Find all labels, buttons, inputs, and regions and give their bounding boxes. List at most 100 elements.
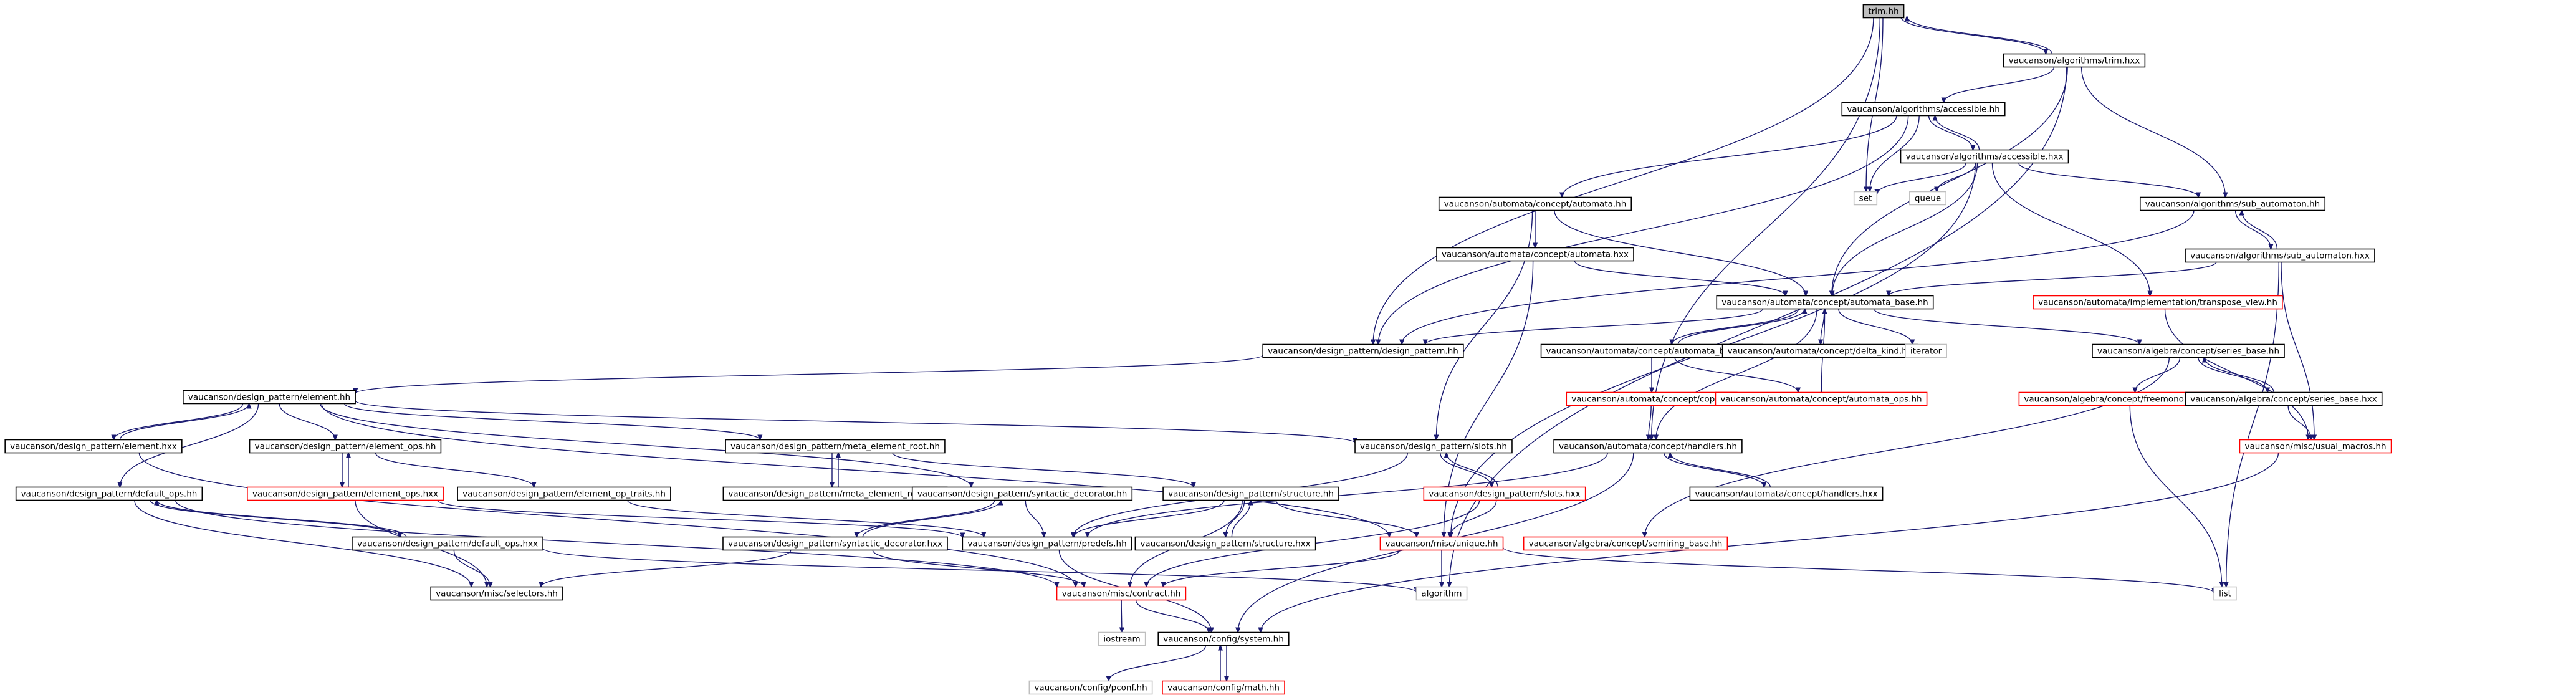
node-set[interactable]: set [1853,191,1878,206]
node-label: vaucanson/config/pconf.hh [1034,683,1147,693]
node-box [1909,191,1946,206]
node-label: vaucanson/automata/concept/automata_base… [1721,298,1928,308]
node-copy[interactable]: vaucanson/automata/concept/copy.hh [1566,391,1738,406]
node-sb-hh[interactable]: vaucanson/algebra/concept/series_base.hh [2092,343,2285,358]
node-system[interactable]: vaucanson/config/system.hh [1157,631,1290,646]
node-iostream[interactable]: iostream [1098,631,1146,646]
edge-sb-hxx-to-sb-hh [2205,358,2274,393]
node-dops-hh[interactable]: vaucanson/design_pattern/default_ops.hh [15,486,203,501]
edge-trim-hh-to-trim-hxx [1900,16,2046,54]
node-box [1905,343,1947,358]
node-pconf[interactable]: vaucanson/config/pconf.hh [1028,680,1153,695]
edge-line [1231,501,1250,537]
node-trim-hxx[interactable]: vaucanson/algorithms/trim.hxx [2003,53,2146,68]
node-box [1415,586,1468,601]
node-label: list [2219,589,2231,599]
edge-sb-hh-to-sb-hxx [2198,357,2267,393]
node-eot-hh[interactable]: vaucanson/design_pattern/element_op_trai… [457,486,671,501]
node-queue[interactable]: queue [1909,191,1946,206]
node-predefs[interactable]: vaucanson/design_pattern/predefs.hh [962,536,1132,551]
node-auto-hh[interactable]: vaucanson/automata/concept/automata.hh [1438,196,1632,211]
edge-el-hh-to-dops-hh [120,403,259,487]
node-sub-hh[interactable]: vaucanson/algorithms/sub_automaton.hh [2139,196,2326,211]
node-hand-hxx[interactable]: vaucanson/automata/concept/handlers.hxx [1689,486,1884,501]
node-hand-hh[interactable]: vaucanson/automata/concept/handlers.hh [1553,439,1743,454]
node-box [1028,680,1153,695]
node-math[interactable]: vaucanson/config/math.hh [1162,680,1285,695]
edge-line [320,403,971,487]
edge-line [1937,163,1976,192]
edge-mer-hh-to-st-hh [892,453,1194,487]
node-acc-hxx[interactable]: vaucanson/algorithms/accessible.hxx [1900,149,2069,164]
node-box [1862,4,1905,19]
node-dp-hh[interactable]: vaucanson/design_pattern/design_pattern.… [1262,343,1464,358]
node-eops-hxx[interactable]: vaucanson/design_pattern/element_ops.hxx [247,486,444,501]
node-slots-hxx[interactable]: vaucanson/design_pattern/slots.hxx [1423,486,1586,501]
node-box [1162,486,1339,501]
edge-st-hh-to-st-hxx [1225,500,1245,537]
node-eops-hh[interactable]: vaucanson/design_pattern/element_ops.hh [249,439,442,454]
node-iterator[interactable]: iterator [1905,343,1947,358]
node-el-hh[interactable]: vaucanson/design_pattern/element.hh [183,390,356,405]
edge-line [1832,67,2068,296]
edge-line [1677,309,1804,345]
node-box [725,439,946,454]
node-label: vaucanson/automata/concept/copy.hh [1571,395,1731,405]
node-box [2213,586,2237,601]
node-trim-hh[interactable]: trim.hh [1862,4,1905,19]
edge-trim-hxx-to-acc-hh [1944,67,2055,103]
edge-line [1663,453,1764,487]
edge-line [1649,405,1652,440]
node-acc-hh[interactable]: vaucanson/algorithms/accessible.hh [1841,102,2006,117]
node-list[interactable]: list [2213,586,2237,601]
node-um-hh[interactable]: vaucanson/misc/usual_macros.hh [2239,439,2392,454]
node-transpose[interactable]: vaucanson/automata/implementation/transp… [2033,295,2283,310]
node-label: vaucanson/algebra/concept/freemonoid_bas… [2024,395,2229,405]
node-ab-hh[interactable]: vaucanson/automata/concept/automata_base… [1716,295,1934,310]
edge-sub-hxx-to-um-hh [2281,262,2314,440]
node-auto-hxx[interactable]: vaucanson/automata/concept/automata.hxx [1436,247,1634,262]
dependency-edges [113,16,2314,681]
node-unique[interactable]: vaucanson/misc/unique.hh [1379,536,1504,551]
node-fmb[interactable]: vaucanson/algebra/concept/freemonoid_bas… [2018,391,2235,406]
edge-line [541,550,792,587]
edge-line [2129,405,2221,587]
node-contract[interactable]: vaucanson/misc/contract.hh [1056,586,1187,601]
node-label: vaucanson/design_pattern/structure.hh [1168,489,1334,499]
node-delta[interactable]: vaucanson/automata/concept/delta_kind.hh [1721,343,1918,358]
node-sb-hxx[interactable]: vaucanson/algebra/concept/series_base.hx… [2185,391,2383,406]
edge-sd-hxx-to-contract [872,550,1084,587]
edge-line [1121,600,1122,633]
node-algorithm[interactable]: algorithm [1415,586,1468,601]
node-label: vaucanson/design_pattern/design_pattern.… [1268,347,1458,357]
node-aops[interactable]: vaucanson/automata/concept/automata_ops.… [1715,391,1928,406]
node-label: vaucanson/design_pattern/meta_element_ro… [728,489,942,499]
edge-sb-hxx-to-um-hh [2287,405,2311,440]
node-label: vaucanson/misc/selectors.hh [436,589,558,599]
edge-line [1261,453,2279,633]
node-mer-hh[interactable]: vaucanson/design_pattern/meta_element_ro… [725,439,946,454]
node-st-hxx[interactable]: vaucanson/design_pattern/structure.hxx [1134,536,1316,551]
node-label: vaucanson/algorithms/trim.hxx [2009,56,2140,66]
node-box [1523,536,1728,551]
node-el-hxx[interactable]: vaucanson/design_pattern/element.hxx [4,439,183,454]
edge-line [1402,210,2195,345]
node-sd-hh[interactable]: vaucanson/design_pattern/syntactic_decor… [911,486,1133,501]
node-selectors[interactable]: vaucanson/misc/selectors.hh [430,586,563,601]
node-st-hh[interactable]: vaucanson/design_pattern/structure.hh [1162,486,1339,501]
edge-trim-hxx-to-ab-hh [1832,67,2068,296]
node-slots-hh[interactable]: vaucanson/design_pattern/slots.hh [1354,439,1513,454]
node-box [1134,536,1316,551]
node-ab-hxx[interactable]: vaucanson/automata/concept/automata_base… [1540,343,1763,358]
edge-line [1944,67,2055,103]
node-label: vaucanson/algorithms/sub_automaton.hxx [2190,251,2370,261]
node-label: vaucanson/algorithms/accessible.hh [1847,105,1999,115]
node-sub-hxx[interactable]: vaucanson/algorithms/sub_automaton.hxx [2185,248,2375,263]
node-box [430,586,563,601]
node-label: vaucanson/design_pattern/meta_element_ro… [730,442,940,452]
edge-el-hh-to-el-hxx [113,403,244,440]
node-dops-hxx[interactable]: vaucanson/design_pattern/default_ops.hxx [352,536,543,551]
edge-line [872,550,1084,587]
node-semiring[interactable]: vaucanson/algebra/concept/semiring_base.… [1523,536,1728,551]
node-sd-hxx[interactable]: vaucanson/design_pattern/syntactic_decor… [722,536,948,551]
